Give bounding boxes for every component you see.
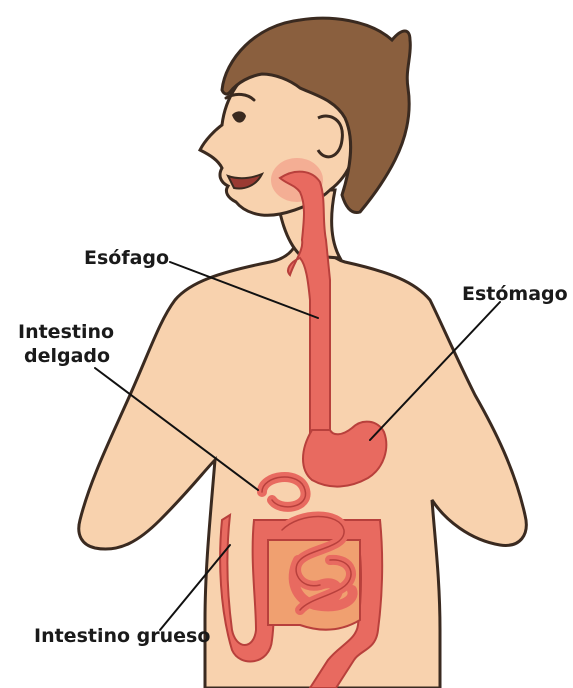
intestino-delgado-label-line2: delgado — [24, 345, 110, 367]
ear — [318, 116, 342, 157]
estomago-label: Estómago — [462, 283, 568, 305]
intestino-grueso-label: Intestino grueso — [34, 625, 210, 647]
intestino-delgado-label-line1: Intestino — [18, 321, 114, 343]
esofago-label: Esófago — [84, 247, 169, 269]
